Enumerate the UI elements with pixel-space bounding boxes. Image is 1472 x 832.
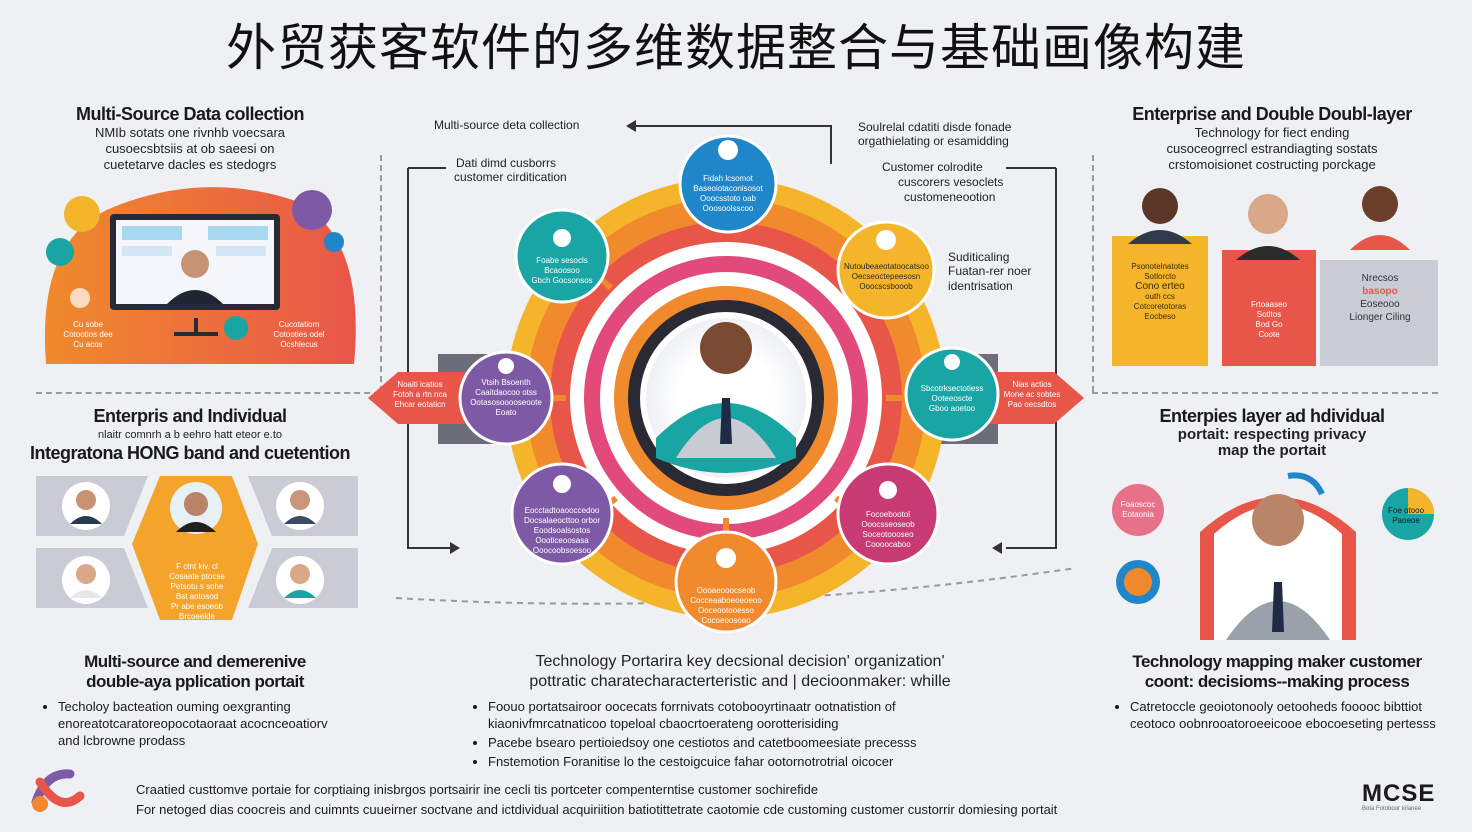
- center-bottom-section: Technology Portarira key decsional decis…: [470, 652, 1010, 772]
- left-bottom-section: Multi-source and demerenive double-aya p…: [40, 652, 350, 751]
- left-mid-heading-2: Integratona HONG band and cuetention: [30, 443, 351, 463]
- label-dati-a: Dati dimd cusborrs: [456, 156, 557, 170]
- label-sudi-a: Suditicaling: [948, 250, 1010, 264]
- center-bullet-2: Pacebe bsearo pertioiedsoy one cestiotos…: [488, 734, 1010, 751]
- right-mid-heading-3: map the portait: [1217, 442, 1327, 459]
- right-mid-section: Enterpies layer ad hdividual portait: re…: [1112, 406, 1432, 459]
- label-sudi-b: Fuatan-rer noer: [948, 264, 1032, 278]
- left-bottom-heading-2: double-aya pplication portait: [86, 672, 304, 691]
- right-top-line-3: crstomoisionet costructing porckage: [1168, 157, 1376, 172]
- label-cust-b: cuscorers vesoclets: [898, 175, 1004, 189]
- label-dati-b: customer cirditication: [454, 170, 567, 184]
- right-top-heading: Enterprise and Double Doubl-layer: [1132, 104, 1412, 124]
- logo-icon: [31, 769, 85, 812]
- divider-right-vertical: [1092, 155, 1094, 392]
- right-mid-heading-1: Enterpies layer ad hdividual: [1159, 406, 1385, 426]
- right-top-cards: [1112, 186, 1438, 366]
- left-bottom-heading-1: Multi-source and demerenive: [84, 652, 306, 671]
- center-bullet-1: Foouo portatsairoor oocecats forrnivats …: [488, 698, 1010, 732]
- left-mid-heading-1: Enterpris and Individual: [93, 406, 287, 426]
- divider-left: [36, 392, 380, 394]
- label-soul-a: Soulrelal cdatiti disde fonade: [858, 120, 1012, 134]
- left-mid-portraits: [36, 476, 358, 620]
- left-mid-card-text: F ctnt kiv. cl Cosaate ptocse Petsotu s …: [169, 562, 225, 621]
- center-bullet-3: Fnstemotion Foranitise lo the cestoigcui…: [488, 753, 1010, 770]
- left-arrow-text: Noaiti icatios Fotoh a rtn nca Ehcar eot…: [393, 380, 447, 409]
- left-top-heading: Multi-Source Data collection: [75, 104, 305, 124]
- right-bottom-heading-2: coont: decisioms--making process: [1144, 672, 1410, 691]
- right-top-line-2: cusoceogrrecl estrandiagting sostats: [1166, 141, 1378, 156]
- label-cust-c: customeneootion: [904, 190, 996, 204]
- label-cust-a: Customer colrodite: [882, 160, 983, 174]
- brand-sub: Bota Fotoboor iolanee: [1362, 806, 1422, 812]
- label-sudi-c: identrisation: [948, 279, 1013, 293]
- right-bottom-heading-1: Technology mapping maker customer: [1132, 652, 1422, 671]
- label-soul-b: orgathielating or esamidding: [858, 134, 1009, 148]
- left-top-caption-right: Cucotatiom Cotooties odel Ocshlecus: [273, 320, 325, 349]
- right-bottom-bullet-1: Catretoccle geoiotonooly oetooheds foooo…: [1130, 698, 1442, 732]
- left-top-caption-left: Cu sobe Cotootios dee Cu acos: [63, 320, 113, 349]
- footer-line-1: Craatied custtomve portaie for corptiain…: [136, 782, 819, 797]
- left-top-line-3: cuetetarve dacles es stedogrs: [103, 157, 277, 172]
- right-top-line-1: Technology for fiect ending: [1194, 125, 1350, 140]
- center-heading-1: Technology Portarira key decsional decis…: [535, 653, 945, 670]
- right-mid-illustration: [1112, 472, 1434, 640]
- label-multi-source: Multi-source deta collection: [434, 118, 580, 132]
- right-bottom-section: Technology mapping maker customer coont:…: [1112, 652, 1442, 734]
- left-top-section: Multi-Source Data collection NMIb sotats…: [40, 104, 340, 173]
- left-bottom-bullet-1: Techoloy bacteation ouming oexgranting e…: [58, 698, 350, 749]
- left-top-illustration: [44, 187, 356, 364]
- divider-right: [1092, 392, 1438, 394]
- brand-logo: MCSE: [1362, 780, 1436, 807]
- footer-line-2: For netoged dias coocreis and cuimnts cu…: [136, 802, 1058, 817]
- left-mid-line: nlaitr comnrh a b eehro hatt eteor e.to: [97, 429, 283, 441]
- left-top-line-2: cusoecsbtsiis at ob saeesi on: [105, 141, 275, 156]
- center-heading-2: pottratic charatecharacterteristic and |…: [529, 673, 951, 690]
- left-top-line-1: NMIb sotats one rivnhb voecsara: [94, 125, 286, 140]
- left-mid-section: Enterpris and Individual nlaitr comnrh a…: [30, 406, 351, 464]
- page-title: 外贸获客软件的多维数据整合与基础画像构建: [226, 19, 1246, 77]
- right-mid-heading-2: portait: respecting privacy: [1177, 426, 1367, 443]
- center-diagram: [368, 120, 1084, 634]
- right-top-section: Enterprise and Double Doubl-layer Techno…: [1112, 104, 1432, 173]
- right-arrow-text: Nias actios Mone ac sobtes Pao oecsdtos: [1003, 380, 1061, 409]
- divider-left-vertical: [380, 155, 382, 392]
